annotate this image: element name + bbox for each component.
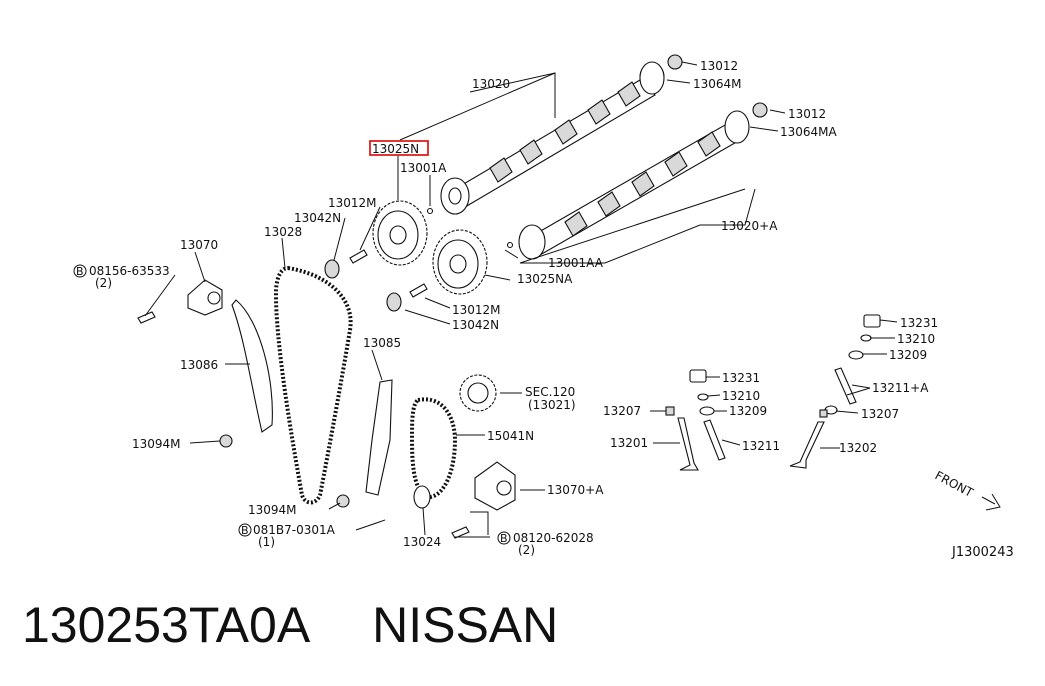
- valve-assembly-right: [789, 314, 881, 469]
- pin-13001A: [426, 207, 434, 215]
- label-13001A: 13001A: [400, 161, 447, 175]
- chain-guide-13085: [336, 379, 393, 508]
- label-13042N-b: 13042N: [452, 318, 499, 332]
- label-13094M-a: 13094M: [132, 437, 181, 451]
- label-13209-a: 13209: [889, 348, 927, 362]
- label-13202: 13202: [839, 441, 877, 455]
- label-13012M-a: 13012M: [328, 196, 377, 210]
- cam-sprocket-13064M: [639, 54, 683, 95]
- label-13211: 13211: [742, 439, 780, 453]
- timing-chain-13028: [273, 265, 353, 505]
- label-13086: 13086: [180, 358, 218, 372]
- cam-sprocket-13064MA: [724, 102, 768, 144]
- brand-name: NISSAN: [372, 597, 559, 653]
- label-13201: 13201: [610, 436, 648, 450]
- label-08156-63533: 08156-63533: [89, 264, 170, 278]
- label-13207-b: 13207: [603, 404, 641, 418]
- label-sec120-sub: (13021): [528, 398, 576, 412]
- label-081B7-qty: (1): [258, 535, 275, 549]
- label-13025NA: 13025NA: [517, 272, 573, 286]
- bolt-circle-08120: [497, 531, 511, 545]
- timing-chain-diagram: 13020 13012 13064M 13012 13064MA 13025N …: [73, 54, 1014, 560]
- pin-13001AA: [506, 241, 514, 249]
- bolt-13012M-b: [409, 283, 428, 298]
- tensioner-13070: [137, 279, 223, 324]
- label-13231-b: 13231: [722, 371, 760, 385]
- label-13012-b: 13012: [788, 107, 826, 121]
- label-13085: 13085: [363, 336, 401, 350]
- bolt-circle-08156: [73, 264, 87, 278]
- label-15041N: 15041N: [487, 429, 534, 443]
- highlight-box: [369, 140, 429, 156]
- label-13070A: 13070+A: [547, 483, 604, 497]
- front-label: FRONT: [933, 468, 976, 500]
- label-13028: 13028: [264, 225, 302, 239]
- bolt-13012M-a: [349, 249, 368, 264]
- label-13064MA: 13064MA: [780, 125, 838, 139]
- front-arrow-icon: [981, 493, 1001, 511]
- label-13231-a: 13231: [900, 316, 938, 330]
- label-13012-a: 13012: [700, 59, 738, 73]
- bolt-circle-081B7: [238, 523, 252, 537]
- label-13094M-b: 13094M: [248, 503, 297, 517]
- label-13042N-a: 13042N: [294, 211, 341, 225]
- bolt-symbol-08156: B: [76, 265, 84, 278]
- label-13025N: 13025N: [372, 142, 419, 156]
- front-direction-indicator: FRONT: [933, 468, 1001, 511]
- label-13001AA: 13001AA: [548, 256, 604, 270]
- camshaft-13020: [440, 62, 665, 215]
- part-labels: 13020 13012 13064M 13012 13064MA 13025N …: [73, 59, 938, 557]
- label-081B7-0301A: 081B7-0301A: [253, 523, 336, 537]
- bolt-symbol-081B7: B: [241, 524, 249, 537]
- footer-caption: 130253TA0A NISSAN: [22, 596, 558, 654]
- label-13211A: 13211+A: [872, 381, 929, 395]
- label-13070: 13070: [180, 238, 218, 252]
- label-13020A: 13020+A: [721, 219, 778, 233]
- label-sec120: SEC.120: [525, 385, 575, 399]
- part-number: 130253TA0A: [22, 597, 311, 653]
- label-13209-b: 13209: [729, 404, 767, 418]
- label-13210-a: 13210: [897, 332, 935, 346]
- camshaft-13020A: [518, 124, 741, 260]
- cam-sprocket-13025N: [372, 200, 428, 266]
- seal-13042N-a: [324, 259, 340, 279]
- label-13020: 13020: [472, 77, 510, 91]
- bolt-symbol-08120: B: [500, 532, 508, 545]
- valve-assembly-left: [665, 369, 726, 471]
- label-13024: 13024: [403, 535, 441, 549]
- chain-guide-13086: [219, 299, 273, 448]
- label-13210-b: 13210: [722, 389, 760, 403]
- label-08120-62028: 08120-62028: [513, 531, 594, 545]
- seal-13042N-b: [386, 292, 402, 312]
- label-13064M: 13064M: [693, 77, 742, 91]
- crank-sprocket-13024: [413, 485, 431, 509]
- label-08120-qty: (2): [518, 543, 535, 557]
- label-08156-qty: (2): [95, 276, 112, 290]
- tensioner-13070A: [451, 461, 516, 539]
- diagram-code: J1300243: [951, 545, 1014, 560]
- leader-lines: [144, 61, 898, 538]
- label-13012M-b: 13012M: [452, 303, 501, 317]
- label-13207-a: 13207: [861, 407, 899, 421]
- cam-sprocket-13025NA: [432, 229, 488, 295]
